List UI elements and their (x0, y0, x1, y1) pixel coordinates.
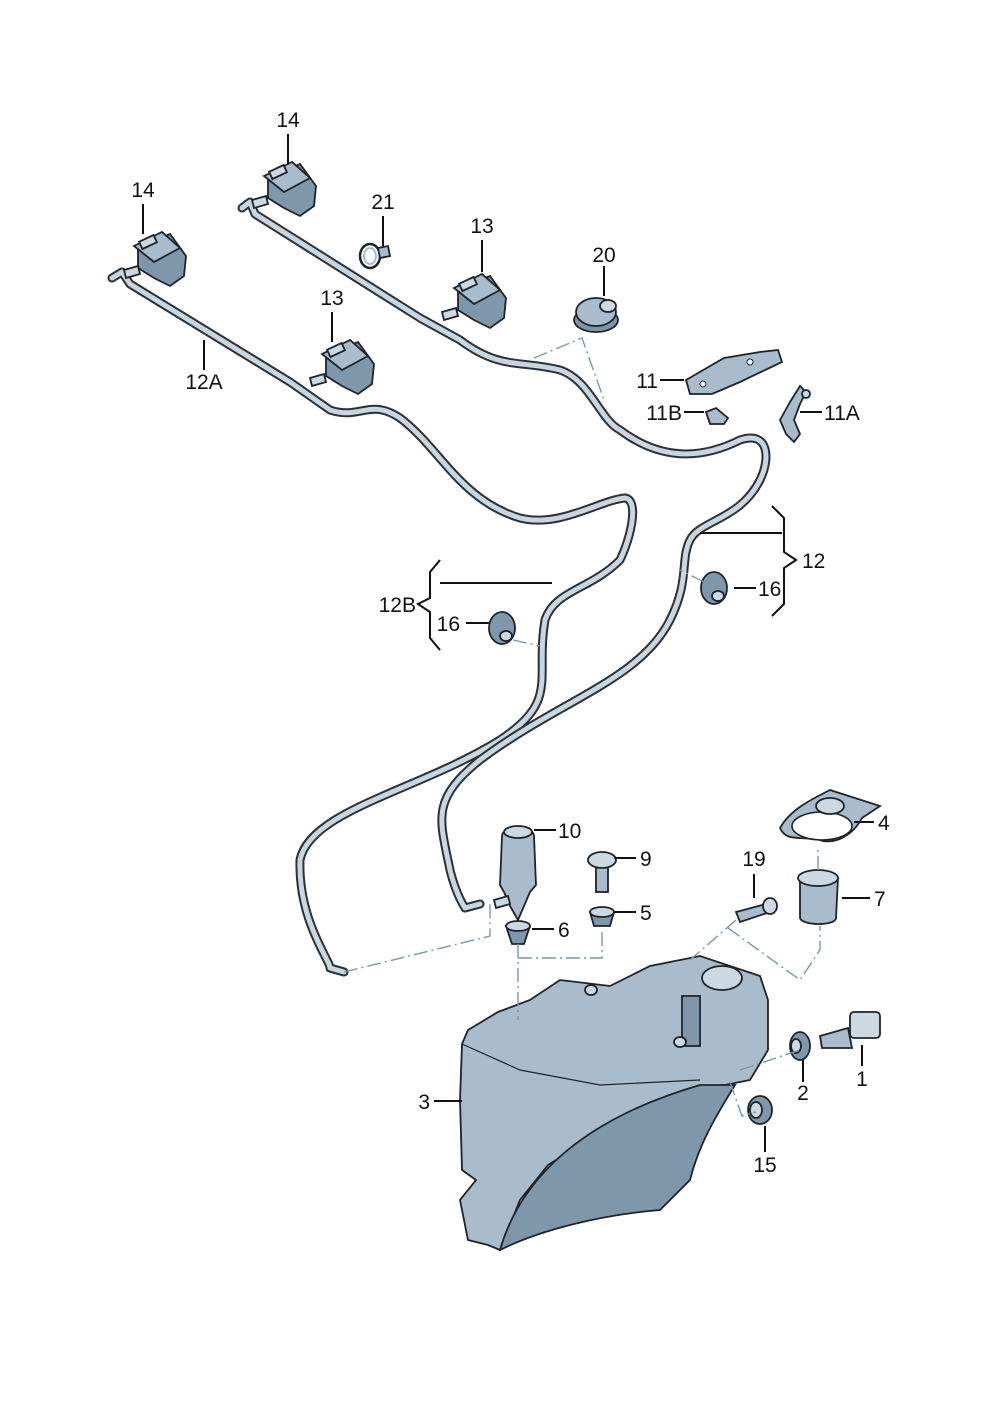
holder-11A[interactable] (778, 384, 811, 444)
level-sensor-1[interactable] (818, 1011, 881, 1049)
plug-9[interactable] (587, 851, 617, 893)
grommet-16-left[interactable] (488, 611, 516, 645)
callout-1[interactable]: 1 (856, 1068, 868, 1091)
callout-11[interactable]: 11 (636, 370, 658, 393)
bracket-11[interactable] (684, 349, 784, 395)
spray-jet-13-lower[interactable] (308, 338, 375, 396)
grommet-2[interactable] (789, 1031, 811, 1061)
callout-3[interactable]: 3 (418, 1091, 430, 1114)
callout-13-lower[interactable]: 13 (320, 287, 343, 310)
callout-16-left[interactable]: 16 (437, 613, 460, 636)
bolt-19[interactable] (734, 897, 778, 924)
grommet-16-right[interactable] (700, 571, 728, 605)
grommet-6[interactable] (504, 920, 532, 945)
callout-11A[interactable]: 11A (824, 402, 860, 425)
callout-19[interactable]: 19 (742, 848, 765, 871)
callout-12B[interactable]: 12B (379, 594, 416, 617)
hose-12[interactable] (237, 197, 771, 913)
callout-2[interactable]: 2 (797, 1082, 809, 1105)
callout-14-upper[interactable]: 14 (276, 109, 300, 132)
spray-jet-14-upper[interactable] (250, 160, 317, 218)
check-valve-20[interactable] (573, 297, 619, 333)
spray-jet-13-upper[interactable] (440, 272, 507, 330)
reservoir-3[interactable] (459, 955, 769, 1252)
grommet-5[interactable] (588, 906, 616, 927)
callout-12A[interactable]: 12A (185, 371, 222, 394)
callout-21[interactable]: 21 (371, 191, 394, 214)
callout-15[interactable]: 15 (753, 1154, 776, 1177)
washer-pump-10[interactable] (492, 825, 537, 923)
hose-clip-21[interactable] (358, 242, 392, 270)
callout-5[interactable]: 5 (640, 902, 652, 925)
strainer-7[interactable] (797, 869, 839, 925)
callout-13-upper[interactable]: 13 (470, 215, 493, 238)
callout-labels: 14 14 21 13 13 20 12A 11 11B 11A 12 16 1… (131, 109, 890, 1177)
filler-cap-4[interactable] (778, 789, 883, 843)
callout-7[interactable]: 7 (874, 888, 886, 911)
grommet-15[interactable] (747, 1095, 773, 1125)
hose-12A[interactable] (107, 267, 638, 977)
spray-jet-14-lower[interactable] (122, 230, 187, 288)
assembly-lines (343, 337, 821, 1117)
callout-11B[interactable]: 11B (646, 402, 682, 425)
clip-11B[interactable] (704, 406, 730, 425)
callout-4[interactable]: 4 (878, 812, 890, 835)
leader-lines (142, 134, 874, 1152)
callout-10[interactable]: 10 (558, 820, 581, 843)
callout-12[interactable]: 12 (802, 550, 825, 573)
callout-9[interactable]: 9 (640, 848, 652, 871)
callout-16-right[interactable]: 16 (758, 578, 781, 601)
callout-6[interactable]: 6 (558, 919, 570, 942)
callout-20[interactable]: 20 (592, 244, 615, 267)
callout-14-lower[interactable]: 14 (131, 179, 155, 202)
